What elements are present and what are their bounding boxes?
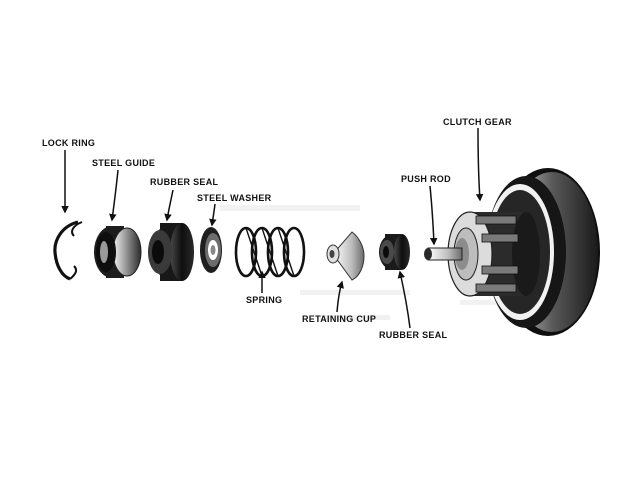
lock-ring-part xyxy=(53,220,83,281)
steel-guide-part xyxy=(94,226,142,278)
label-lock-ring: LOCK RING xyxy=(42,138,96,148)
leader-lines xyxy=(61,127,484,329)
label-push-rod: PUSH ROD xyxy=(401,174,451,184)
leader-rubber-seal-2 xyxy=(397,270,411,329)
retaining-cup-part xyxy=(326,231,365,281)
background-smudge xyxy=(220,205,500,320)
leader-clutch-gear xyxy=(475,127,484,202)
rubber-seal-1-part xyxy=(148,223,194,281)
label-steel-guide: STEEL GUIDE xyxy=(92,158,156,168)
steel-washer-part xyxy=(200,227,222,273)
spring-part xyxy=(234,226,306,278)
label-steel-washer: STEEL WASHER xyxy=(197,193,272,203)
clutch-gear-part xyxy=(424,168,600,336)
label-rubber-seal-1: RUBBER SEAL xyxy=(150,177,219,187)
leader-steel-washer xyxy=(209,203,217,227)
label-spring: SPRING xyxy=(246,295,283,305)
leader-push-rod xyxy=(429,185,438,246)
leader-retaining-cup xyxy=(336,280,344,313)
label-rubber-seal-2: RUBBER SEAL xyxy=(379,330,448,340)
leader-steel-guide xyxy=(109,169,119,222)
label-clutch-gear: CLUTCH GEAR xyxy=(443,117,512,127)
leader-rubber-seal-1 xyxy=(164,189,174,222)
label-retaining-cup: RETAINING CUP xyxy=(302,314,377,324)
rubber-seal-2-part xyxy=(379,234,410,270)
